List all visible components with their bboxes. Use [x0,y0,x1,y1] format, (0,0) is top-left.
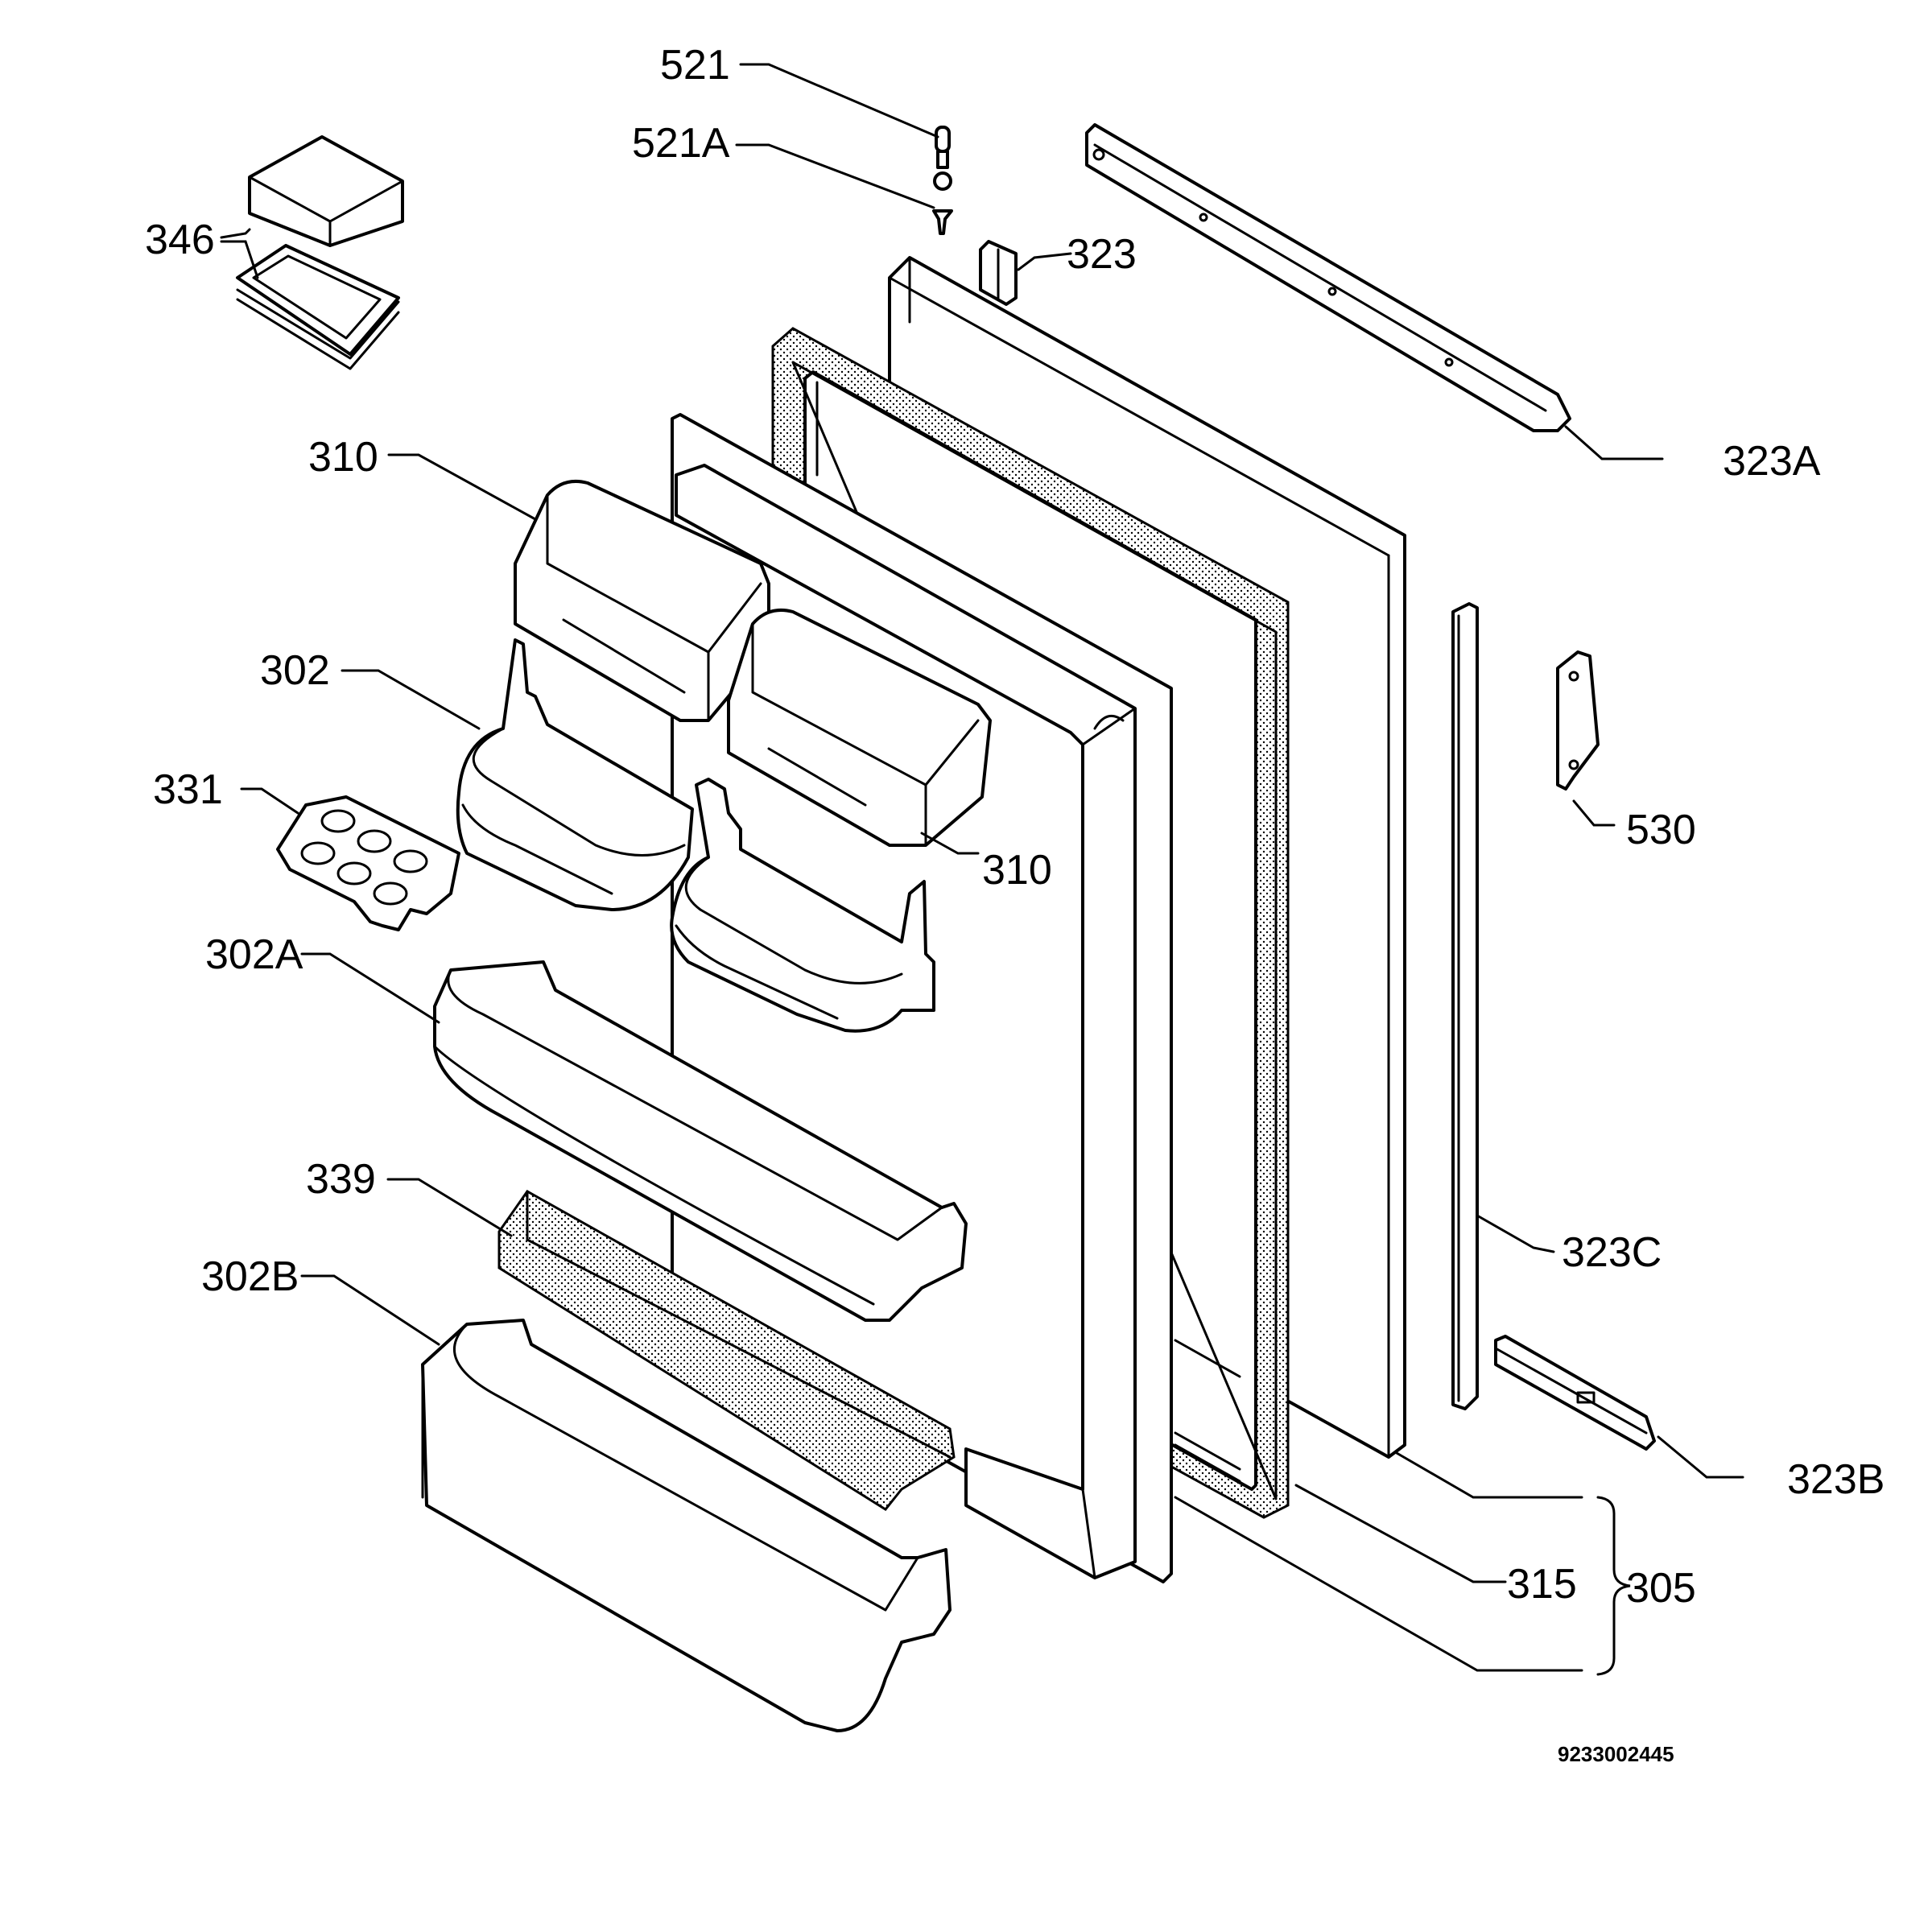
label-521a: 521A [632,120,730,167]
label-323c: 323C [1562,1229,1662,1276]
butter-compartment-cover-right [727,608,992,847]
bottle-shelf-302b [421,1319,952,1732]
label-323a: 323A [1723,438,1821,485]
label-339: 339 [306,1156,376,1203]
egg-tray-331 [276,795,460,931]
label-310-top: 310 [308,434,378,481]
butter-dish-346 [248,135,404,247]
leader-lines [220,63,1744,1672]
group-brace-305 [1596,1496,1631,1676]
label-302a: 302A [205,931,303,978]
bottom-rail-323b [1494,1335,1656,1451]
hinge-plate-530 [1556,650,1600,791]
label-305: 305 [1626,1565,1696,1612]
door-tray-302-right [670,778,935,1033]
hinge-pin-521 [933,126,952,191]
label-310-right: 310 [982,847,1052,894]
butter-compartment-cover-left [514,479,770,722]
hinge-bracket-323 [979,240,1018,306]
label-323: 323 [1067,231,1137,278]
label-323b: 323B [1787,1456,1885,1503]
label-530: 530 [1626,807,1696,853]
label-302: 302 [260,647,330,694]
label-346: 346 [145,217,215,263]
label-315: 315 [1507,1561,1577,1608]
label-331: 331 [153,766,223,813]
drawing-number: 9233002445 [1558,1742,1674,1766]
butter-dish-tray-346 [236,244,400,370]
top-rail-323a [1085,123,1571,432]
bottle-guard-339 [497,1190,956,1511]
screw-521a [932,209,953,235]
label-302b: 302B [201,1253,299,1300]
label-521: 521 [660,42,730,89]
seal-strip-323c [1451,602,1479,1410]
bottle-shelf-302a [433,960,968,1322]
door-tray-302-left [456,638,694,911]
